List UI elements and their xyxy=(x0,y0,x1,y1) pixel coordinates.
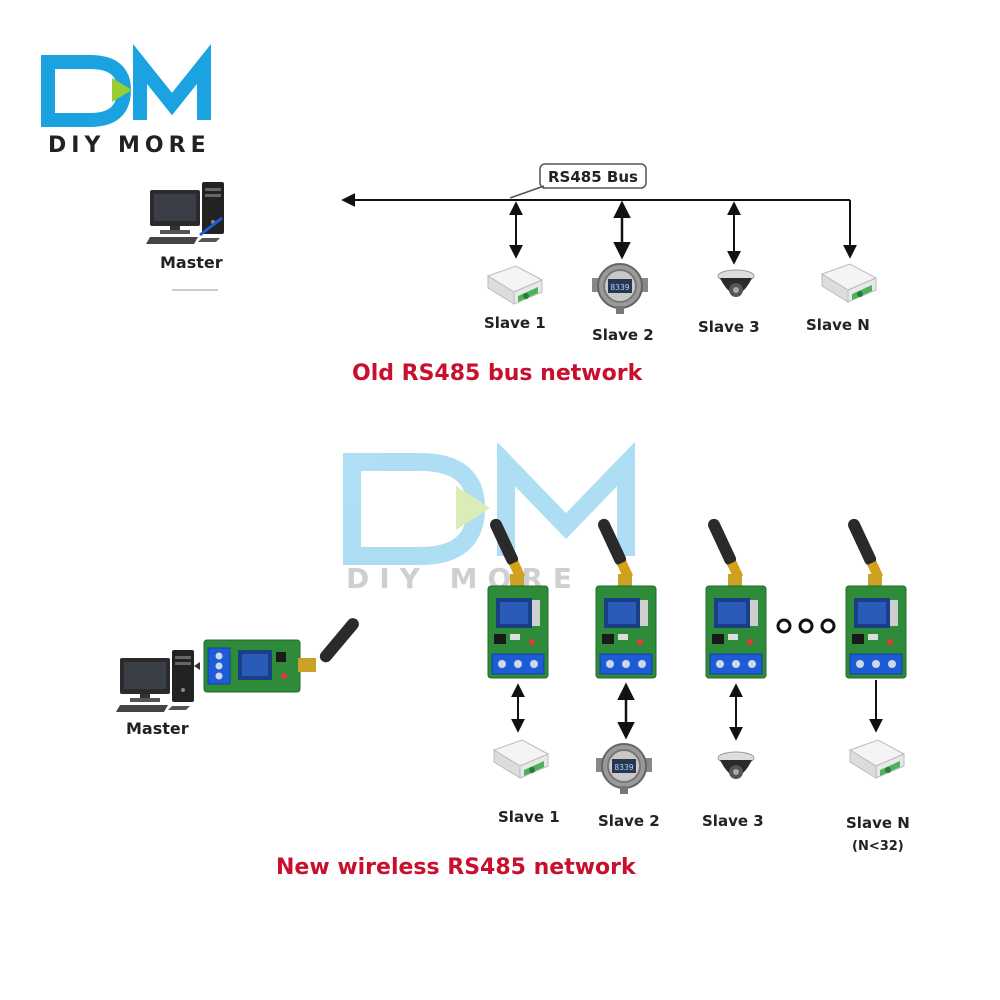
wireless-module-n-icon xyxy=(845,516,907,679)
new-master-label: Master xyxy=(126,719,189,738)
rs485-bus-callout xyxy=(539,163,647,189)
new-slave-3-camera-icon xyxy=(717,751,755,780)
old-slave-n-label: Slave N xyxy=(806,316,870,334)
new-slave-3-label: Slave 3 xyxy=(702,812,764,830)
old-slave-2-label: Slave 2 xyxy=(592,326,654,344)
new-network: Master Slave 1 Slave 2 Slave 3 Slave N (… xyxy=(116,516,910,880)
rs485-bus-label: RS485 Bus xyxy=(548,168,638,186)
wireless-module-3-icon xyxy=(705,516,767,679)
new-slave-n-note: (N<32) xyxy=(852,839,904,854)
new-network-title: New wireless RS485 network xyxy=(276,855,637,880)
old-slave-1-label: Slave 1 xyxy=(484,314,546,332)
old-slave-1-device-icon xyxy=(487,265,543,305)
new-slave-2-meter-icon xyxy=(595,743,653,795)
brand-name: DIY MORE xyxy=(48,133,211,158)
new-slave-2-label: Slave 2 xyxy=(598,812,660,830)
old-slave-n-device-icon xyxy=(821,263,877,303)
master-computer-icon xyxy=(146,182,224,244)
old-master-label: Master xyxy=(160,253,223,272)
ellipsis-icon xyxy=(776,618,836,634)
new-master-computer-icon xyxy=(116,650,194,712)
new-slave-n-label: Slave N xyxy=(846,814,910,832)
new-slave-n-device-icon xyxy=(849,739,905,779)
old-slave-3-camera-icon xyxy=(717,269,755,298)
brand-logo: DIY MORE xyxy=(41,44,211,158)
watermark-logo: DIY MORE xyxy=(343,441,635,595)
old-slave-3-label: Slave 3 xyxy=(698,318,760,336)
old-slave-2-meter-icon xyxy=(591,263,649,315)
new-slave-1-device-icon xyxy=(493,739,549,779)
new-slave-1-label: Slave 1 xyxy=(498,808,560,826)
old-network: Master RS485 Bus Slave 1 Slave 2 Slave 3… xyxy=(146,163,877,386)
master-wireless-module-icon xyxy=(203,615,362,693)
old-network-title: Old RS485 bus network xyxy=(352,361,644,386)
wireless-module-1-icon xyxy=(487,516,549,679)
